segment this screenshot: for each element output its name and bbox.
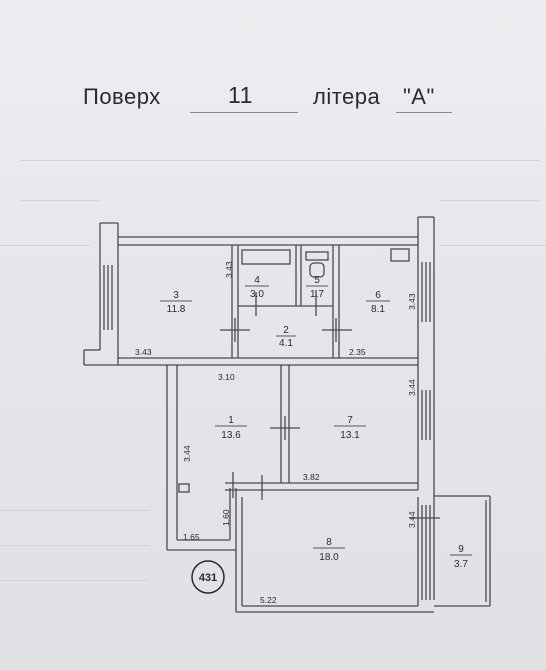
apartment-number: 431 (199, 572, 217, 584)
faint-line (0, 510, 150, 511)
floor-label: Поверх (83, 84, 161, 109)
floor-value: 11 (228, 82, 253, 108)
dimension-label: 3.44 (407, 511, 417, 528)
dimension-label: 1.60 (221, 509, 231, 526)
room-number: 2 (283, 325, 289, 336)
room-area: 13.6 (221, 430, 241, 441)
faint-line (20, 200, 100, 201)
dimension-label: 3.44 (182, 445, 192, 462)
dimension-label: 3.43 (407, 293, 417, 310)
faint-line (440, 200, 540, 201)
dimension-label: 3.82 (303, 472, 320, 482)
floor-underline (190, 112, 298, 113)
room-area: 18.0 (319, 552, 339, 563)
dimension-label: 1.65 (183, 532, 200, 542)
room-area: 13.1 (340, 430, 360, 441)
room-area: 3.7 (454, 559, 468, 570)
room-number: 5 (314, 275, 320, 286)
faint-line (20, 160, 540, 161)
room-area: 4.1 (279, 338, 293, 349)
room-area: 1.7 (310, 289, 324, 300)
faint-line (0, 580, 150, 581)
room-number: 7 (347, 415, 353, 426)
dimension-label: 3.44 (407, 379, 417, 396)
faint-line (440, 245, 546, 246)
dimension-label: 5.22 (260, 595, 277, 605)
letter-value: "A" (403, 84, 435, 109)
room-number: 8 (326, 537, 332, 548)
dimension-label: 3.10 (218, 372, 235, 382)
dimension-label: 2.35 (349, 347, 366, 357)
dimension-label: 3.43 (135, 347, 152, 357)
room-area: 11.8 (167, 304, 186, 315)
room-number: 9 (458, 544, 464, 555)
apartment-number-circle (191, 560, 225, 594)
faint-line (0, 545, 150, 546)
letter-underline (396, 112, 452, 113)
dimension-label: 3.43 (224, 261, 234, 278)
room-number: 4 (254, 275, 260, 286)
room-number: 6 (375, 290, 381, 301)
room-number: 3 (173, 290, 179, 301)
room-area: 8.1 (371, 304, 385, 315)
room-area: 3.0 (250, 289, 264, 300)
room-number: 1 (228, 415, 234, 426)
faint-line (0, 245, 90, 246)
letter-label: літера (313, 84, 381, 109)
